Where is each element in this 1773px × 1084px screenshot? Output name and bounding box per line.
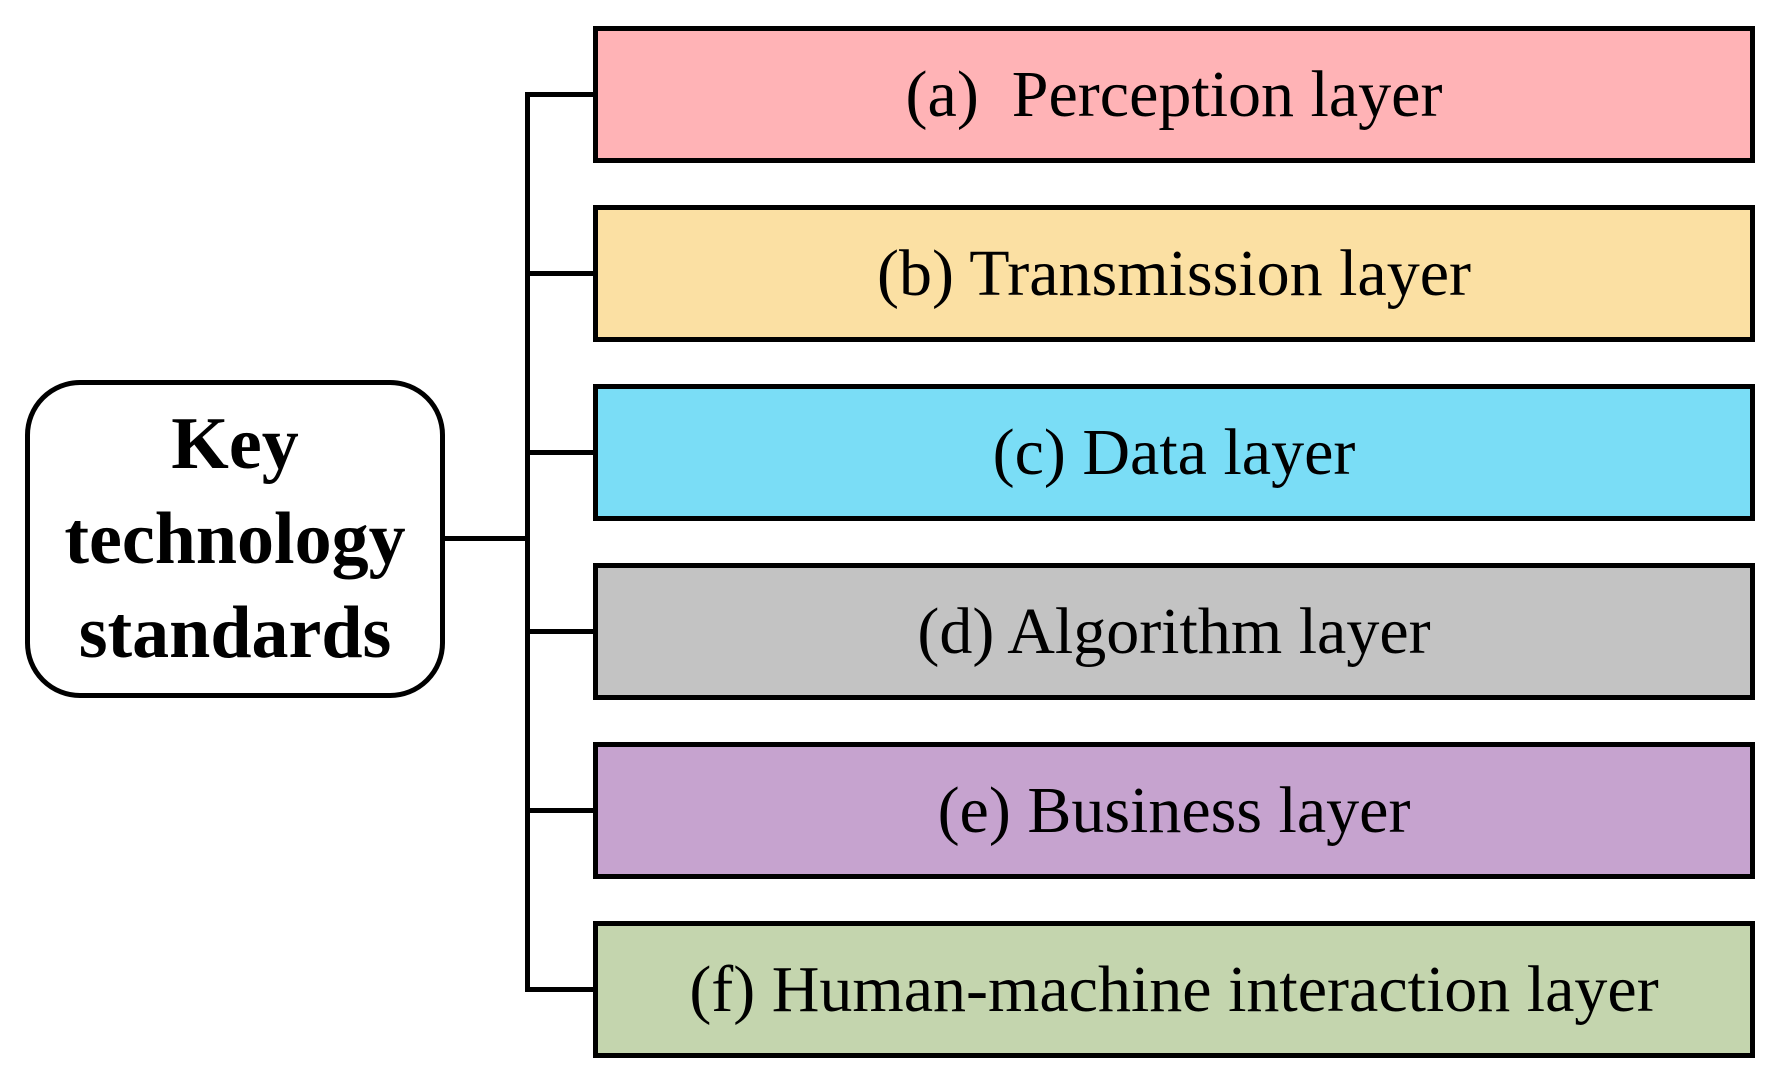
layer-box-transmission: (b) Transmission layer [593, 205, 1755, 342]
layer-box-algorithm: (d) Algorithm layer [593, 563, 1755, 700]
branch-line-algorithm [525, 629, 595, 634]
branch-line-perception [525, 92, 595, 97]
layer-label-human-machine-interaction: (f) Human-machine interaction layer [689, 952, 1659, 1026]
layer-box-human-machine-interaction: (f) Human-machine interaction layer [593, 921, 1755, 1058]
branch-line-human-machine [525, 987, 595, 992]
root-label-line-3: standards [78, 592, 392, 675]
root-connector-line [445, 536, 530, 541]
layer-box-perception: (a) Perception layer [593, 26, 1755, 163]
layer-label-data: (c) Data layer [992, 415, 1356, 489]
layer-label-perception: (a) Perception layer [905, 57, 1443, 131]
root-label-line-2: technology [64, 497, 406, 580]
branch-line-business [525, 808, 595, 813]
root-box-key-technology-standards: Key technology standards [25, 380, 445, 698]
root-label-line-1: Key [171, 402, 299, 485]
layer-label-transmission: (b) Transmission layer [877, 236, 1471, 310]
layer-box-data: (c) Data layer [593, 384, 1755, 521]
layer-label-business: (e) Business layer [937, 773, 1411, 847]
branch-line-data [525, 450, 595, 455]
layer-box-business: (e) Business layer [593, 742, 1755, 879]
layer-label-algorithm: (d) Algorithm layer [917, 594, 1431, 668]
connector-trunk-line [525, 92, 530, 992]
branch-line-transmission [525, 271, 595, 276]
